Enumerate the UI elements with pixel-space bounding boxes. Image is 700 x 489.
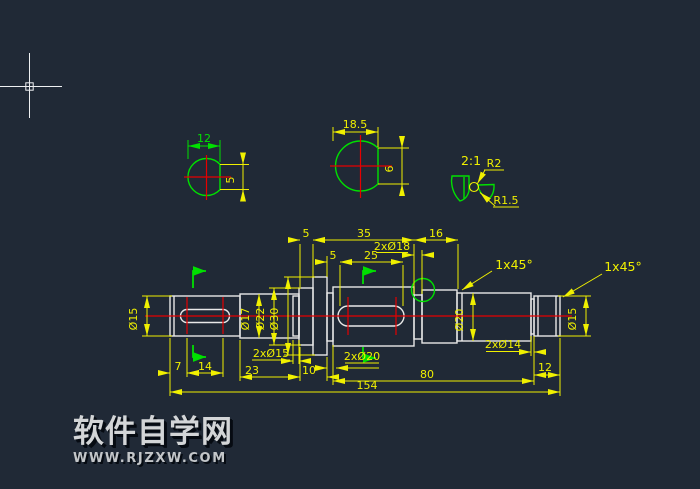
detail-scale-label: 2:1 — [461, 153, 481, 168]
dim-section-b-key-width: 6 — [383, 166, 396, 173]
dim-total-length: 154 — [357, 379, 378, 392]
dims-top: 5 35 16 2xØ18 5 25 — [288, 227, 459, 306]
dim-section-a-key-width: 5 — [224, 177, 237, 184]
groove-callout-left: 2xØ15 — [253, 347, 289, 360]
centerlines — [145, 297, 572, 335]
dim-key-offset-bottom: 7 — [175, 360, 182, 373]
dim-section-12: 12 — [538, 361, 552, 374]
dims-bottom: 7 14 23 10 80 12 154 — [158, 338, 561, 396]
detail-radius-inner: R1.5 — [493, 194, 518, 207]
detail-balloon-circle — [410, 277, 436, 303]
fillet-radius-circle — [468, 181, 480, 193]
dim-right-section: 16 — [429, 227, 443, 240]
dim-dia-22: Ø22 — [254, 308, 267, 331]
dim-section-23: 23 — [245, 364, 259, 377]
dim-section-80: 80 — [420, 368, 434, 381]
dim-mid-section: 35 — [357, 227, 371, 240]
groove-callout-right: 2xØ14 — [485, 338, 521, 351]
detail-radius-outer: R2 — [487, 157, 502, 170]
chamfer-callouts: 1x45° 1x45° — [461, 257, 642, 298]
dim-key-offset-top: 5 — [330, 249, 337, 262]
dim-section-10: 10 — [302, 364, 316, 377]
hatched-section-a — [187, 157, 221, 197]
dim-dia-20: Ø20 — [453, 309, 466, 332]
section-view-b: 18.5 6 — [330, 118, 409, 198]
chamfer-label-left: 1x45° — [495, 257, 533, 272]
dim-dia-left-end: Ø15 — [127, 308, 140, 331]
dim-dia-17: Ø17 — [239, 308, 252, 331]
dim-key-length-top: 25 — [364, 249, 378, 262]
section-view-a: 12 5 — [184, 132, 249, 202]
section-cut-arrows — [192, 266, 376, 363]
dim-section-a-width: 12 — [197, 132, 211, 145]
chamfer-label-right: 1x45° — [604, 259, 642, 274]
dim-key-length-bottom: 14 — [198, 360, 212, 373]
groove-callout-middle: 2xØ20 — [344, 350, 380, 363]
dim-dia-right-end: Ø15 — [566, 308, 579, 331]
dims-diameters: Ø15 Ø17 Ø22 Ø30 Ø20 Ø15 — [127, 276, 591, 356]
dim-dia-30: Ø30 — [268, 308, 281, 331]
detail-view: 2:1 R2 R1.5 — [450, 153, 519, 208]
dim-groove-18: 2xØ18 — [374, 240, 410, 253]
hatched-section-b — [334, 140, 379, 192]
dim-ring-width: 5 — [303, 227, 310, 240]
detail-profile-left — [450, 175, 470, 202]
dim-section-b-width: 18.5 — [343, 118, 368, 131]
crosshair-cursor-icon — [0, 53, 62, 118]
